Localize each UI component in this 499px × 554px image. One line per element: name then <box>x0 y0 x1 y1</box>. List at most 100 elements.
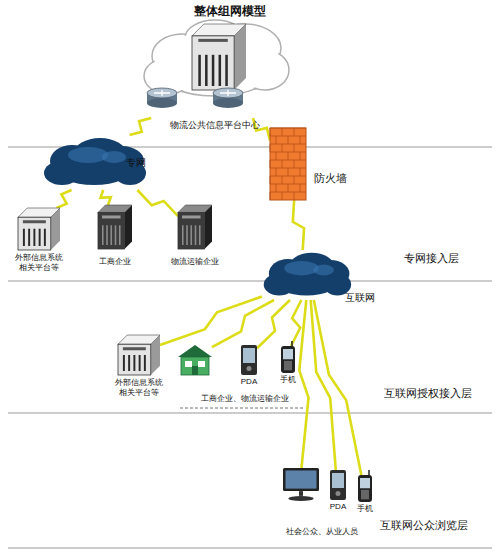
pda-screen <box>332 473 344 488</box>
cloud-highlight <box>313 265 334 276</box>
server-slot <box>110 225 112 245</box>
brick-joint <box>270 128 271 136</box>
server-front <box>18 217 51 250</box>
serverLight-icon <box>118 335 160 375</box>
server-top <box>18 208 60 217</box>
brick-joint <box>294 128 295 136</box>
brick-row <box>270 176 306 177</box>
router-arrows <box>154 90 170 96</box>
brick-joint <box>282 128 283 136</box>
serverDark-graphic <box>178 205 212 249</box>
server-slot <box>219 55 222 86</box>
server-slot <box>123 355 125 371</box>
brick-joint <box>300 184 301 192</box>
brick-joint <box>294 176 295 184</box>
node-label: 工商企业、物流运输企业 <box>185 394 305 404</box>
firewall-graphic <box>270 128 306 200</box>
cloud-icon <box>264 253 351 296</box>
serverDark-graphic <box>98 205 132 249</box>
lightning-link <box>257 300 290 348</box>
lightning-link <box>100 190 110 205</box>
node-label: 外部信息系统 相关平台等 <box>13 253 65 272</box>
monitor-stand <box>299 491 303 496</box>
server-slot <box>44 229 46 246</box>
server-slot <box>198 55 201 86</box>
server-slot <box>133 355 135 371</box>
node-label: 手机 <box>345 504 385 514</box>
house-door <box>192 366 198 375</box>
house-window <box>185 361 192 367</box>
monitor-screen <box>286 471 317 489</box>
serverLight-graphic <box>18 208 60 250</box>
brick-joint <box>300 168 301 176</box>
node-label: 工商企业 <box>85 257 145 267</box>
server-slot <box>39 229 41 246</box>
server-top <box>98 205 132 212</box>
server-slot <box>102 225 104 245</box>
brick-joint <box>270 192 271 200</box>
layer-divider <box>8 548 492 549</box>
phone-body <box>358 475 372 502</box>
desktop-computer: 社会公众、从业人员 <box>283 468 319 502</box>
lightning-link <box>160 296 262 345</box>
computer-icon <box>283 468 319 501</box>
brick-joint <box>282 160 283 168</box>
lightning-link <box>299 300 308 468</box>
diagram-title: 整体组网模型 <box>130 3 330 20</box>
phone-icon <box>281 341 295 373</box>
brick-joint <box>282 144 283 152</box>
server-slot <box>106 225 108 245</box>
brick-joint <box>288 184 289 192</box>
server-slot <box>199 225 201 245</box>
pda-graphic <box>330 470 346 500</box>
group-underline <box>180 408 305 409</box>
server-slot <box>205 55 208 86</box>
platform-icon <box>144 20 289 108</box>
pda-body <box>330 470 346 500</box>
serverLight-graphic <box>118 335 160 375</box>
brick-joint <box>276 152 277 160</box>
firewall: 防火墙 <box>270 128 306 200</box>
server-drive <box>182 215 201 218</box>
server-slot <box>128 355 130 371</box>
phone-body <box>281 346 295 373</box>
node-label: 物流运输企业 <box>165 257 225 267</box>
server-top <box>178 205 212 212</box>
brick-joint <box>276 184 277 192</box>
enterprise-building: 工商企业、物流运输企业 <box>178 345 212 375</box>
pda-graphic <box>241 345 257 375</box>
house-window <box>198 361 205 367</box>
phone-keypad <box>361 490 369 499</box>
layer-label: 互联网公众浏览层 <box>380 518 468 533</box>
brick-joint <box>288 168 289 176</box>
phone-graphic <box>281 346 295 373</box>
server-drive <box>198 39 227 42</box>
phone-graphic <box>358 475 372 502</box>
server-front <box>98 212 125 249</box>
server-top <box>118 335 160 344</box>
serverDark-icon <box>98 205 132 249</box>
router-top <box>147 88 177 98</box>
server-slot <box>28 229 30 246</box>
cloud-highlight <box>102 151 126 163</box>
lightning-link <box>291 300 301 346</box>
node-label: 外部信息系统 相关平台等 <box>113 378 165 397</box>
mobile-phone: 手机 <box>281 346 295 373</box>
phone-keypad <box>284 361 292 370</box>
monitor-frame <box>283 468 319 491</box>
server-slot <box>225 55 228 86</box>
phone-screen <box>283 349 293 359</box>
pda-body <box>241 345 257 375</box>
server-slot <box>195 225 197 245</box>
server-front <box>178 212 205 249</box>
mobile-phone: 手机 <box>358 475 372 502</box>
brick-joint <box>288 152 289 160</box>
router-base <box>213 98 243 108</box>
layer-divider <box>8 281 492 282</box>
node-label: 物流公共信息平台中心 <box>140 120 290 131</box>
serverDark-icon <box>178 205 212 249</box>
lightning-link <box>130 118 152 135</box>
monitor-base <box>288 496 313 501</box>
server-slot <box>139 355 141 371</box>
